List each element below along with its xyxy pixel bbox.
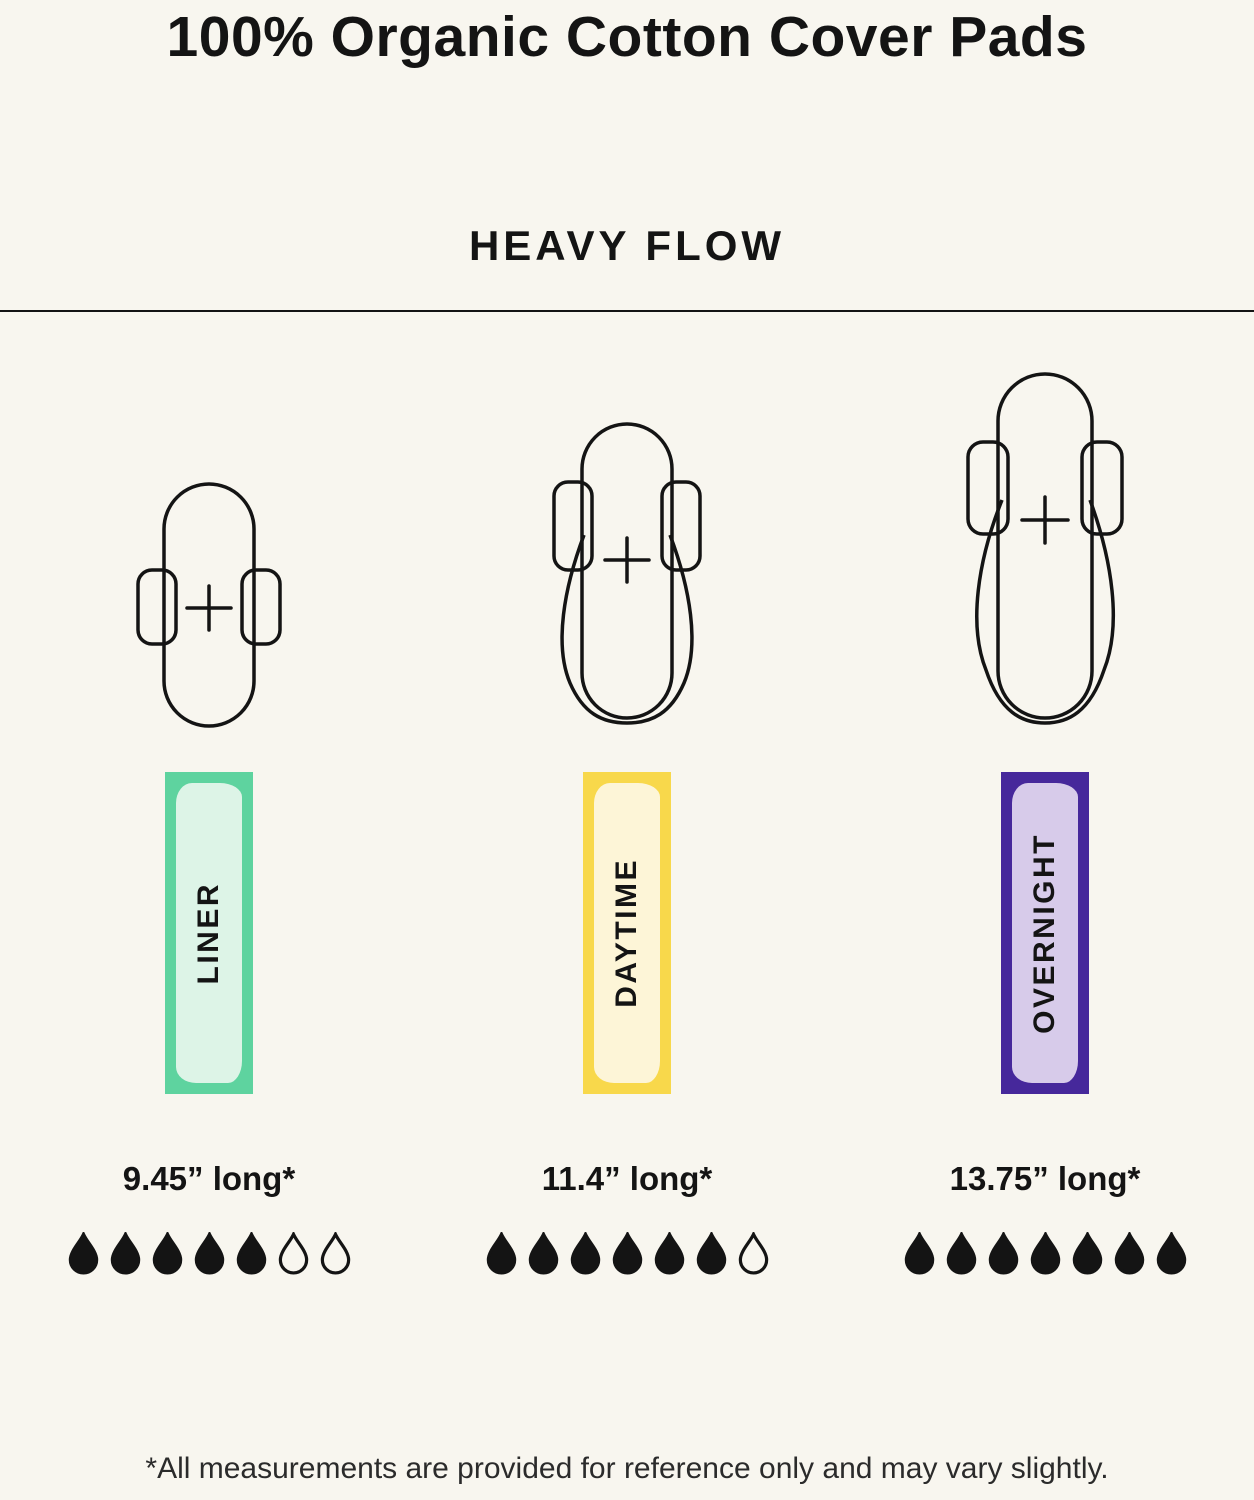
droplet-filled-icon — [528, 1232, 558, 1275]
column-overnight: OVERNIGHT 13.75” long* — [838, 370, 1252, 1276]
overnight-absorbency-rating — [902, 1232, 1189, 1276]
overnight-length: 13.75” long* — [949, 1160, 1141, 1197]
droplet-filled-icon — [904, 1232, 934, 1275]
droplet-filled-icon — [612, 1232, 642, 1275]
overnight-color-swatch: OVERNIGHT — [1001, 772, 1089, 1094]
droplet-empty-icon — [320, 1232, 350, 1275]
daytime-color-swatch-inner: DAYTIME — [594, 783, 660, 1083]
droplet-filled-icon — [696, 1232, 726, 1275]
droplet-filled-icon — [486, 1232, 516, 1275]
daytime-absorbency-rating — [484, 1232, 771, 1276]
droplet-filled-icon — [194, 1232, 224, 1275]
droplet-filled-icon — [946, 1232, 976, 1275]
column-liner: LINER 9.45” long* — [2, 370, 416, 1276]
pad-liner-illustration — [124, 370, 294, 730]
droplet-filled-icon — [1072, 1232, 1102, 1275]
divider-line — [0, 310, 1254, 312]
droplet-filled-icon — [1114, 1232, 1144, 1275]
pad-comparison-columns: LINER 9.45” long* — [0, 370, 1254, 1276]
droplet-filled-icon — [1156, 1232, 1186, 1275]
pad-daytime-illustration — [527, 370, 727, 730]
droplet-filled-icon — [988, 1232, 1018, 1275]
section-title: HEAVY FLOW — [468, 222, 786, 269]
droplet-filled-icon — [236, 1232, 266, 1275]
overnight-pad-icon — [966, 372, 1124, 725]
droplet-empty-icon — [278, 1232, 308, 1275]
liner-label: LINER — [192, 881, 225, 985]
droplet-filled-icon — [654, 1232, 684, 1275]
droplet-filled-icon — [152, 1232, 182, 1275]
daytime-length: 11.4” long* — [541, 1160, 713, 1197]
daytime-label: DAYTIME — [610, 858, 643, 1008]
footnote: *All measurements are provided for refer… — [145, 1452, 1109, 1485]
droplet-filled-icon — [1030, 1232, 1060, 1275]
overnight-label: OVERNIGHT — [1028, 832, 1061, 1034]
column-daytime: DAYTIME 11.4” long* — [420, 370, 834, 1276]
droplet-filled-icon — [110, 1232, 140, 1275]
droplet-filled-icon — [570, 1232, 600, 1275]
overnight-color-swatch-inner: OVERNIGHT — [1012, 783, 1078, 1083]
daytime-pad-icon — [552, 422, 702, 725]
liner-color-swatch: LINER — [165, 772, 253, 1094]
droplet-filled-icon — [68, 1232, 98, 1275]
liner-absorbency-rating — [66, 1232, 353, 1276]
liner-pad-icon — [136, 482, 282, 728]
page-title: 100% Organic Cotton Cover Pads — [166, 5, 1088, 69]
pad-overnight-illustration — [940, 370, 1150, 730]
daytime-color-swatch: DAYTIME — [583, 772, 671, 1094]
liner-length: 9.45” long* — [122, 1160, 296, 1197]
droplet-empty-icon — [738, 1232, 768, 1275]
liner-color-swatch-inner: LINER — [176, 783, 242, 1083]
